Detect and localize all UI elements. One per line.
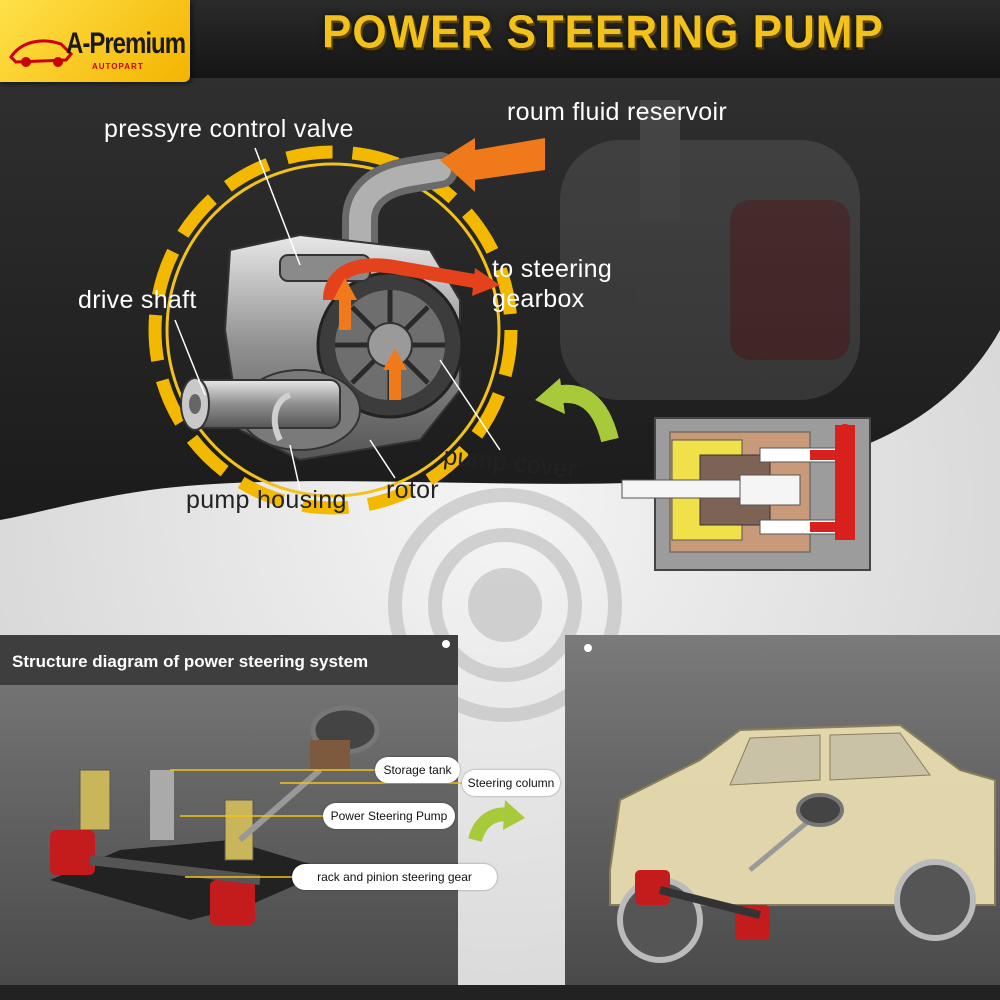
page-title: POWER STEERING PUMP [322, 6, 884, 59]
brand-logo: A-Premium AUTOPART [0, 0, 190, 82]
logo-brand-text: A-Premium [66, 26, 186, 61]
label-pressure-valve: pressyre control valve [104, 115, 354, 143]
system-panel-title: Structure diagram of power steering syst… [12, 652, 369, 671]
green-curved-arrow [553, 384, 619, 443]
panel-dot [442, 640, 450, 648]
callout-rack-pinion: rack and pinion steering gear [292, 864, 497, 890]
car-diagram-panel [565, 635, 1000, 985]
callout-steering-column: Steering column [462, 770, 560, 796]
pump-cutaway-illustration [180, 152, 500, 462]
label-to-gearbox-line2: gearbox [492, 285, 585, 313]
callout-power-pump: Power Steering Pump [323, 803, 455, 829]
label-to-gearbox-line1: to steering [492, 255, 613, 283]
background-pump-silhouette [560, 100, 860, 400]
concentric-circles-decor [388, 488, 622, 722]
system-structure-panel [0, 635, 525, 985]
logo-sub-text: AUTOPART [92, 62, 144, 71]
pump-leader-lines [174, 147, 501, 491]
pump-highlight-ring [148, 145, 518, 515]
label-drive-shaft: drive shaft [78, 286, 197, 314]
panel-dot [584, 644, 592, 652]
callout-storage-tank: Storage tank [375, 757, 460, 783]
label-pump-housing: pump housing [186, 486, 347, 514]
label-from-reservoir: roum fluid reservoir [507, 98, 727, 126]
car-logo-icon [9, 39, 74, 67]
reservoir-arrow [440, 138, 545, 192]
valve-cross-section-schematic [621, 417, 871, 571]
label-rotor: rotor [386, 476, 439, 504]
